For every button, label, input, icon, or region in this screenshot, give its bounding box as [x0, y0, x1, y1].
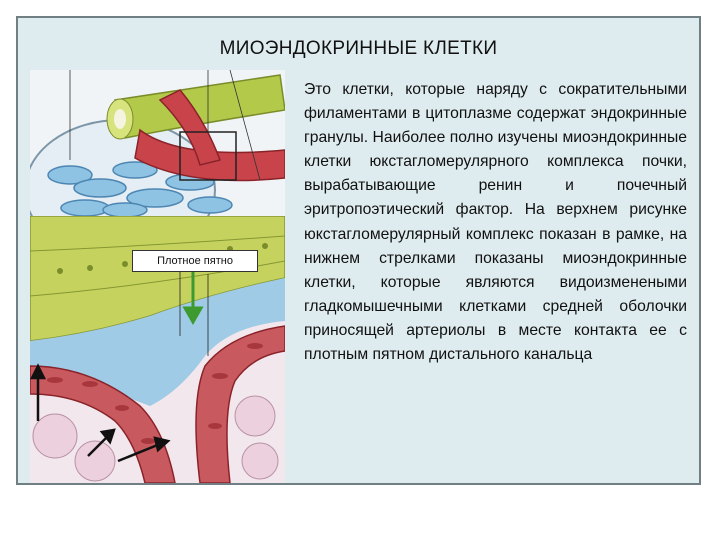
slide-title: МИОЭНДОКРИННЫЕ КЛЕТКИ [219, 38, 498, 59]
histology-figure: Плотное пятно [30, 70, 285, 483]
macula-densa-label: Плотное пятно [132, 250, 258, 272]
slide-body-text: Это клетки, которые наряду с сократитель… [304, 81, 687, 364]
slide: МИОЭНДОКРИННЫЕ КЛЕТКИ [16, 16, 701, 485]
jg-complex-illustration [30, 70, 285, 216]
